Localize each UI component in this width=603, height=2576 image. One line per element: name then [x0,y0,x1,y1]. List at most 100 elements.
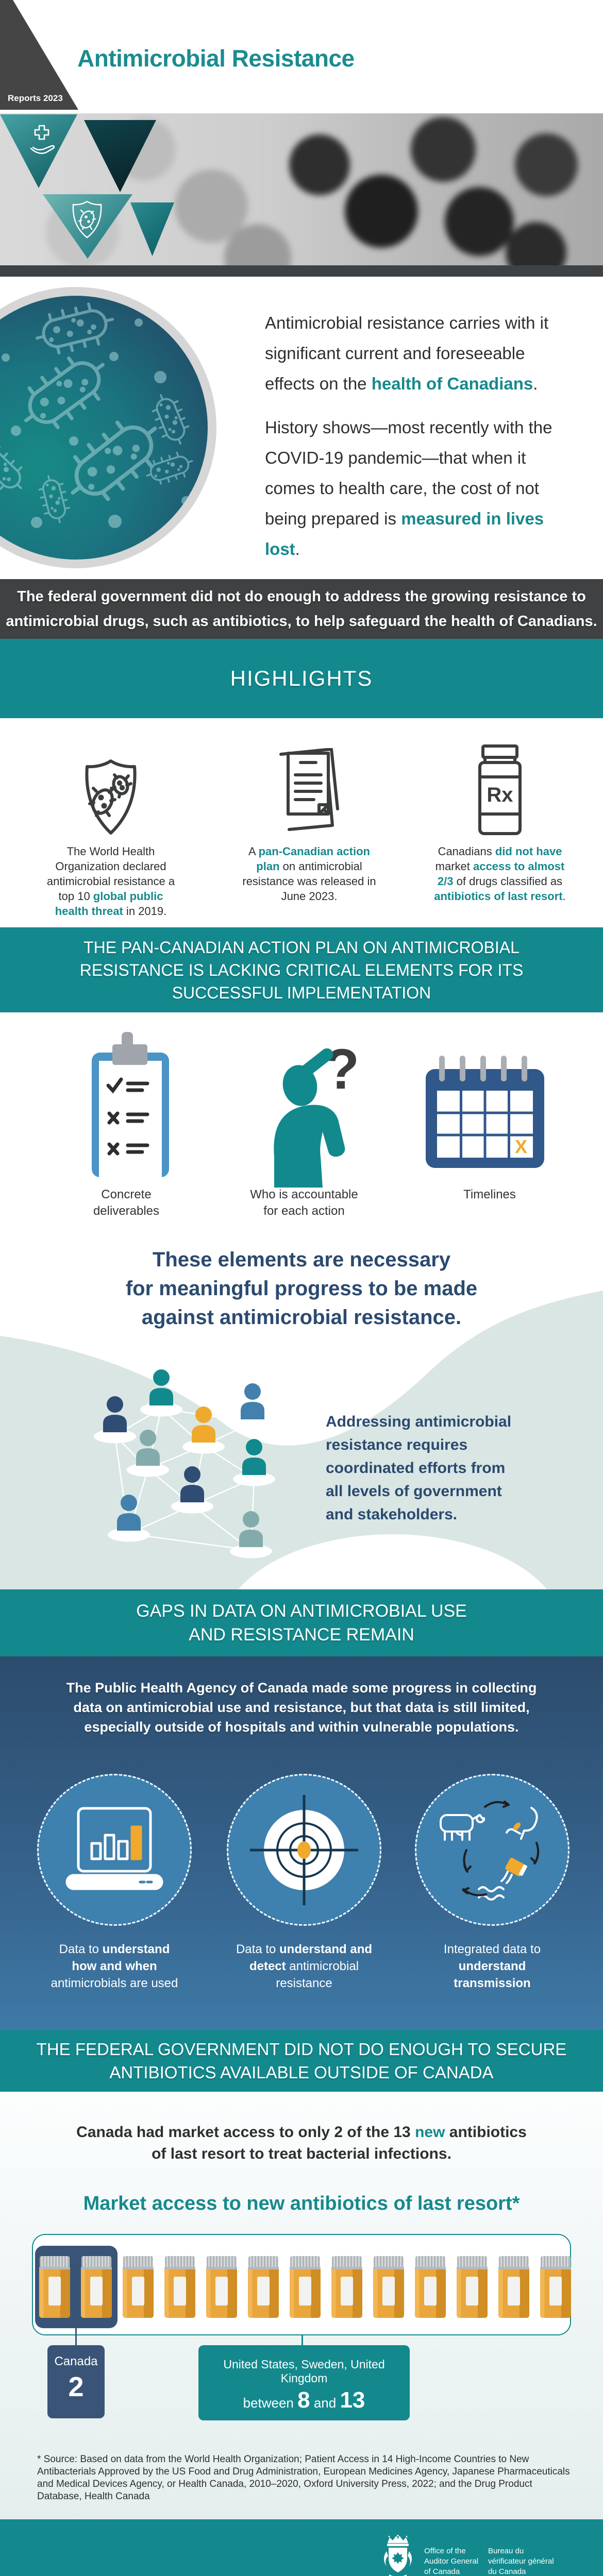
data-card-detect [227,1774,381,1926]
key-finding-banner: The federal government did not do enough… [0,579,603,639]
footer-section: Office of the Auditor General of Canada … [0,2519,603,2576]
page-title: Antimicrobial Resistance [77,45,355,72]
bottle-label [424,2277,437,2306]
gaps-heading: GAPS IN DATA ON ANTIMICROBIAL USE AND RE… [136,1601,467,1645]
antibiotic-bottle [331,2256,362,2318]
bottle-label [48,2277,61,2306]
bottle-lip [331,2267,362,2269]
highlight-item-access: Rx Canadians did not have market access … [397,718,603,927]
highlight-item-plan: A pan-Canadian action plan on antimicrob… [222,718,397,927]
data-card-label: Integrated data to understand transmissi… [443,1942,541,1990]
footer-office-fr: Bureau du vérificateur général du Canada [488,2547,554,2576]
bottle-cap [40,2256,70,2267]
highlights-heading: HIGHLIGHTS [230,666,373,690]
pan-canadian-heading: THE PAN-CANADIAN ACTION PLAN ON ANTIMICR… [79,938,524,1002]
others-label: United States, Sweden, United Kingdom [223,2358,385,2385]
bottle-lip [164,2267,195,2269]
stakeholder-network-graphic [94,1369,275,1558]
bottle-label [508,2277,520,2306]
bottle-label [174,2277,186,2306]
pan-canadian-band: THE PAN-CANADIAN ACTION PLAN ON ANTIMICR… [0,927,603,1012]
clipboard-checklist-icon [92,1032,169,1177]
source-footnote: * Source: Based on data from the World H… [37,2454,570,2502]
others-connector-line [301,2334,303,2347]
element-label-deliverables: Concrete deliverables [93,1188,160,1218]
antibiotic-bottle [123,2256,154,2318]
highlight-text: The World Health Organization declared a… [46,845,175,918]
bottle-lip [290,2267,321,2269]
highlights-band: HIGHLIGHTS [0,639,603,718]
antibiotic-bottle [415,2256,446,2318]
shield-bacterium-icon [72,200,102,239]
health-hand-cross-icon [30,125,55,154]
laptop-bar-chart-icon [65,1807,163,1890]
antibiotic-bottle-canada [81,2256,112,2318]
bottle-label [257,2277,270,2306]
reports-year-label: Reports 2023 [8,93,63,103]
transmission-one-health-icon [440,1800,540,1901]
bottle-cap [81,2256,111,2267]
bottle-cap [374,2256,404,2267]
bottle-label [549,2277,562,2306]
bottle-cap [499,2256,529,2267]
data-card-label: Data to understand and detect antimicrob… [236,1942,373,1990]
antibiotic-bottle [290,2256,321,2318]
element-label-accountability: Who is accountable for each action [250,1188,358,1218]
market-access-section: Canada had market access to only 2 of th… [0,2092,603,2519]
intro-text: Antimicrobial resistance carries with it… [265,308,561,578]
stakeholder-person-icon [231,1383,274,1431]
antibiotic-bottle [498,2256,529,2318]
canada-label: Canada [54,2354,98,2368]
bottle-label [341,2277,353,2306]
intro-paragraph-2: History shows—most recently with the COV… [265,418,552,558]
stakeholder-person-icon [94,1396,136,1444]
bottle-label [132,2277,144,2306]
bottle-lip [123,2267,154,2269]
bottle-cap [332,2256,362,2267]
elements-statement: These elements are necessary for meaning… [125,1248,478,1329]
bottle-lip [498,2267,529,2269]
antibiotic-bottle [540,2256,571,2318]
rx-pill-bottle-icon: Rx [472,733,528,836]
canada-value: 2 [68,2371,84,2402]
bottle-lip [248,2267,279,2269]
bottle-cap [541,2256,571,2267]
bottle-lip [415,2267,446,2269]
secure-antibiotics-heading: THE FEDERAL GOVERNMENT DID NOT DO ENOUGH… [36,2040,567,2082]
white-hill-shape [238,1534,547,1589]
coordination-note: Addressing antimicrobial resistance requ… [326,1413,512,1523]
bottle-cap [457,2256,487,2267]
bacteria-bubble [0,296,208,560]
antibiotic-bottle [373,2256,404,2318]
market-chart-title: Market access to new antibiotics of last… [83,2193,520,2214]
bottle-cap [415,2256,445,2267]
data-card-use [37,1774,192,1926]
shield-bacteria-icon [76,733,146,836]
bottle-cap [207,2256,237,2267]
header-section: Reports 2023 Antimicrobial Resistance [0,0,603,113]
action-plan-documents-icon [271,733,348,836]
antibiotic-bottle [206,2256,237,2318]
key-finding-text: The federal government did not do enough… [6,588,597,630]
antibiotic-bottle-canada [39,2256,70,2318]
highlights-section: The World Health Organization declared a… [0,718,603,927]
bottle-chart [32,2234,571,2335]
bottle-row [39,2256,571,2318]
market-access-sentence: Canada had market access to only 2 of th… [76,2124,527,2162]
stakeholder-person-icon [233,1439,275,1486]
highlight-text: A pan-Canadian action plan on antimicrob… [242,845,376,903]
hero-section [0,113,603,277]
hero-divider-bar [0,265,603,277]
highlight-item-who: The World Health Organization declared a… [0,718,222,927]
antibiotic-bottle [164,2256,195,2318]
others-value: between 8 and 13 [243,2387,365,2413]
antibiotic-bottle [457,2256,488,2318]
bottle-label [299,2277,311,2306]
stakeholder-person-icon [182,1406,225,1454]
highlight-text: Canadians did not have market access to … [434,845,566,903]
bottle-label [382,2277,395,2306]
calendar-x-glyph: X [515,1136,527,1157]
stakeholder-person-icon [140,1369,182,1417]
bottle-lip [373,2267,404,2269]
